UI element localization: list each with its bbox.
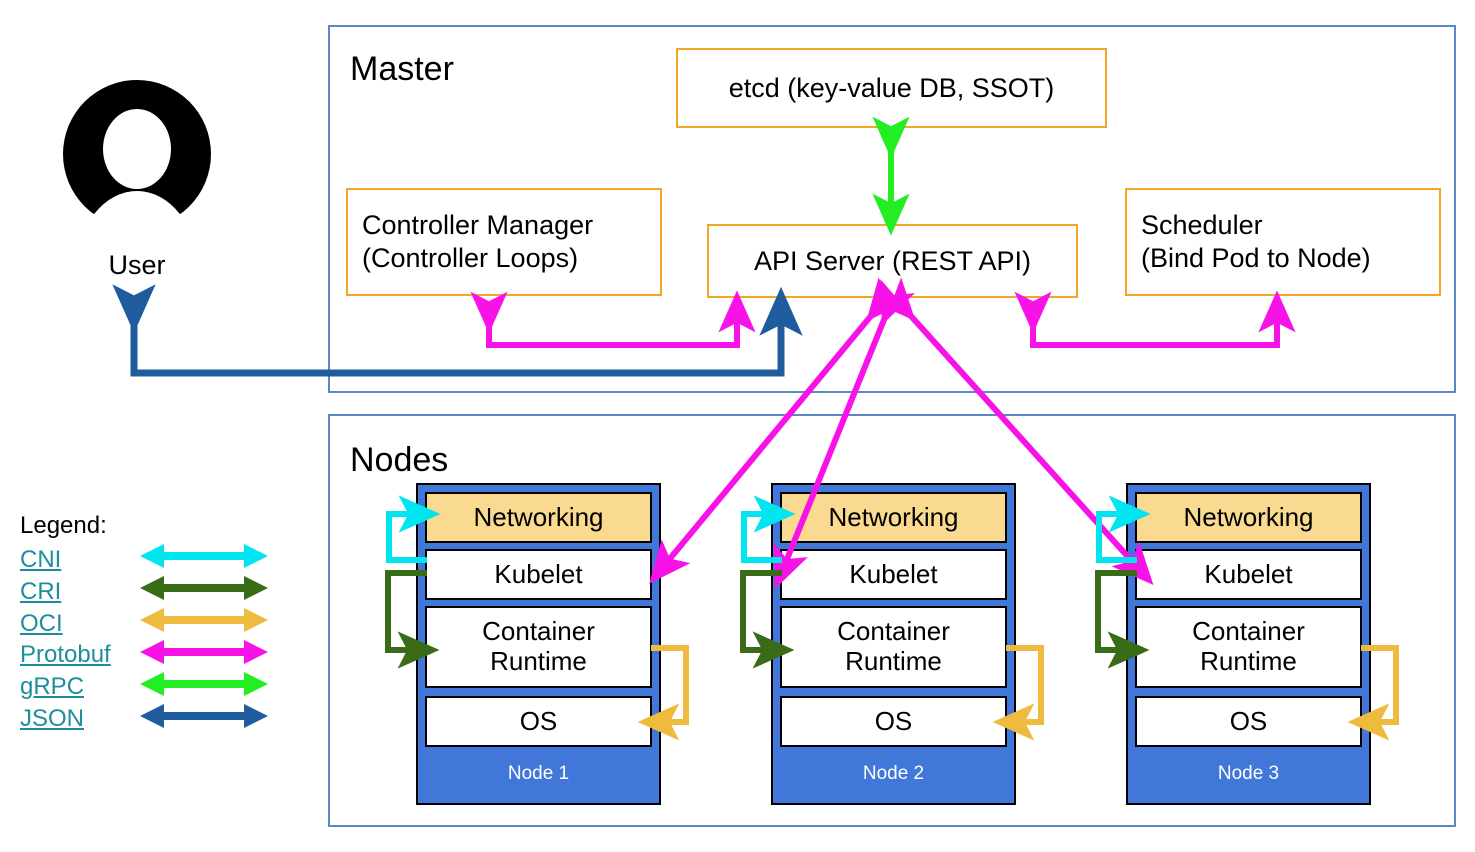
legend-arrow-oci-icon: [140, 608, 268, 632]
node-1-container-runtime-label-line1: Container: [482, 616, 595, 647]
master-group-title: Master: [350, 50, 454, 88]
node-1-os-label: OS: [519, 705, 558, 736]
node-1-caption: Node 1: [507, 763, 570, 784]
node-3-kubelet-box[interactable]: Kubelet: [1135, 549, 1362, 600]
node-2-networking-box[interactable]: Networking: [780, 492, 1007, 543]
node-3-shell[interactable]: Networking Kubelet Container Runtime OS …: [1126, 483, 1371, 805]
node-2-container-runtime-label-line2: Runtime: [845, 646, 942, 676]
legend-item-cni[interactable]: CNI: [20, 546, 62, 573]
node-2-container-runtime-label-line1: Container: [837, 616, 950, 647]
node-1-networking-label: Networking: [473, 501, 604, 532]
node-3-networking-box[interactable]: Networking: [1135, 492, 1362, 543]
node-1-container-runtime-label-line2: Runtime: [490, 646, 587, 676]
scheduler-label-line1: Scheduler: [1141, 210, 1263, 241]
node-3-caption: Node 3: [1217, 763, 1280, 784]
controller-manager-box[interactable]: Controller Manager (Controller Loops): [346, 188, 662, 296]
api-server-box[interactable]: API Server (REST API): [707, 224, 1078, 298]
controller-manager-label-line1: Controller Manager: [362, 210, 594, 241]
node-3-container-runtime-label-line1: Container: [1192, 616, 1305, 647]
node-3-os-label: OS: [1229, 705, 1268, 736]
node-3-kubelet-label: Kubelet: [1204, 558, 1293, 589]
node-1-kubelet-label: Kubelet: [494, 558, 583, 589]
etcd-label: etcd (key-value DB, SSOT): [728, 72, 1055, 103]
node-2-caption: Node 2: [862, 763, 925, 784]
legend-item-json[interactable]: JSON: [20, 705, 85, 732]
user-label: User: [108, 250, 166, 280]
node-2-os-box[interactable]: OS: [780, 696, 1007, 747]
node-3-container-runtime-label-line2: Runtime: [1200, 646, 1297, 676]
legend-arrow-cri-icon: [140, 576, 268, 600]
node-2-container-runtime-box[interactable]: Container Runtime: [780, 606, 1007, 688]
legend-item-grpc[interactable]: gRPC: [20, 673, 85, 700]
legend-arrow-cni-icon: [140, 544, 268, 568]
etcd-box[interactable]: etcd (key-value DB, SSOT): [676, 48, 1107, 128]
node-1-container-runtime-box[interactable]: Container Runtime: [425, 606, 652, 688]
legend-arrow-grpc-icon: [140, 672, 268, 696]
node-1-networking-box[interactable]: Networking: [425, 492, 652, 543]
user-avatar-icon: [62, 78, 212, 230]
user-avatar-svg: [63, 80, 211, 228]
node-2-networking-label: Networking: [828, 501, 959, 532]
node-3-networking-label: Networking: [1183, 501, 1314, 532]
node-3-os-box[interactable]: OS: [1135, 696, 1362, 747]
legend-title: Legend:: [20, 512, 107, 539]
node-1-shell[interactable]: Networking Kubelet Container Runtime OS …: [416, 483, 661, 805]
legend-item-oci[interactable]: OCI: [20, 610, 63, 637]
api-server-label: API Server (REST API): [753, 245, 1032, 276]
node-1-os-box[interactable]: OS: [425, 696, 652, 747]
node-1-kubelet-box[interactable]: Kubelet: [425, 549, 652, 600]
scheduler-box[interactable]: Scheduler (Bind Pod to Node): [1125, 188, 1441, 296]
legend-arrow-protobuf-icon: [140, 640, 268, 664]
scheduler-label-line2: (Bind Pod to Node): [1141, 243, 1371, 273]
node-3-container-runtime-box[interactable]: Container Runtime: [1135, 606, 1362, 688]
node-2-kubelet-label: Kubelet: [849, 558, 938, 589]
nodes-group-title: Nodes: [350, 441, 449, 479]
legend-arrow-json-icon: [140, 704, 268, 728]
legend-item-cri[interactable]: CRI: [20, 578, 62, 605]
legend-item-protobuf[interactable]: Protobuf: [20, 641, 111, 668]
controller-manager-label-line2: (Controller Loops): [362, 243, 579, 273]
node-2-shell[interactable]: Networking Kubelet Container Runtime OS …: [771, 483, 1016, 805]
node-2-kubelet-box[interactable]: Kubelet: [780, 549, 1007, 600]
node-2-os-label: OS: [874, 705, 913, 736]
